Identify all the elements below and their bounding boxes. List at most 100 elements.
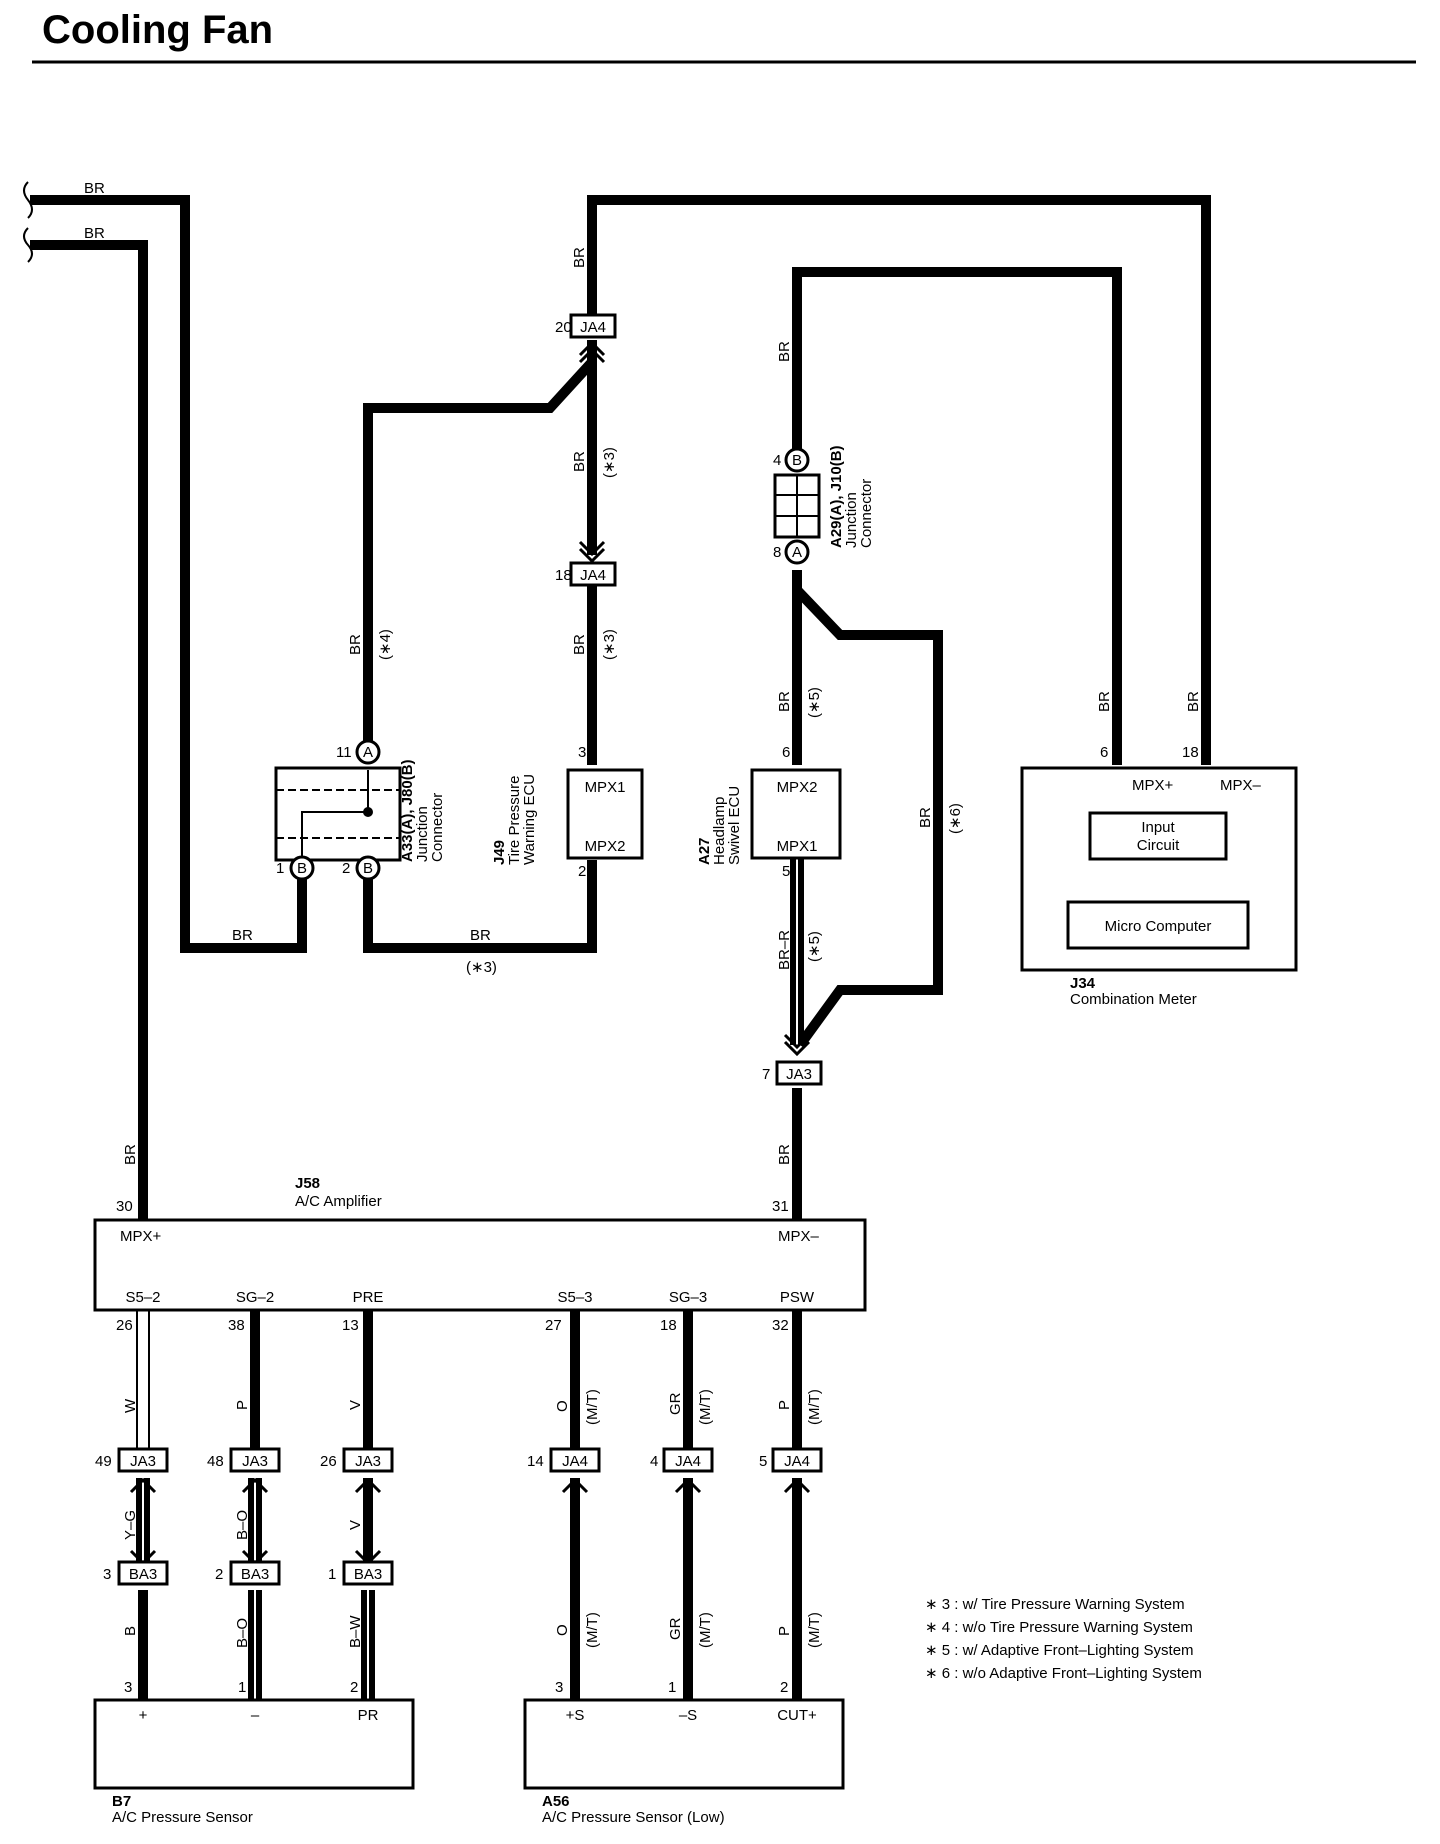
- pin-2-a33: 2: [342, 860, 350, 877]
- j58-term-sg-3: SG–3: [669, 1289, 707, 1306]
- pin-31-j58: 31: [772, 1198, 789, 1215]
- conn-ja4-18: JA4: [580, 567, 606, 584]
- conn-b-4: B: [792, 452, 802, 469]
- wire-label-o-27: O: [554, 1400, 571, 1412]
- j34-term-mpx-minus: MPX–: [1220, 777, 1262, 794]
- connector-boxes: [117, 313, 823, 1586]
- pin-5-ja4: 5: [759, 1453, 767, 1470]
- j49-term-mpx2: MPX2: [585, 838, 626, 855]
- j58-term-s5-2: S5–2: [125, 1289, 160, 1306]
- wire-label-gr-lower: GR: [667, 1617, 684, 1640]
- wire-br-a33-j49: [363, 860, 597, 953]
- a27-code: A27: [696, 837, 713, 865]
- conn-ja4-14: JA4: [562, 1453, 588, 1470]
- pin-18-j58: 18: [660, 1317, 677, 1334]
- note-5-a27: (∗5): [806, 687, 823, 718]
- wire-label-br-j58-31: BR: [776, 1144, 793, 1165]
- wire-label-br-ja4-top: BR: [571, 247, 588, 268]
- wire-label-b-w: B–W: [347, 1615, 364, 1648]
- b7-term-minus: –: [251, 1707, 260, 1724]
- wire-label-gr-18: GR: [667, 1392, 684, 1415]
- note-mt-32: (M/T): [806, 1389, 823, 1425]
- j34-input-label-1: Input: [1141, 819, 1175, 836]
- wire-label-br-top-2: BR: [84, 225, 105, 242]
- wire-label-b-o-upper: B–O: [234, 1510, 251, 1540]
- wire-label-v-13: V: [347, 1400, 364, 1410]
- note-3-ja4-mid: (∗3): [601, 447, 618, 478]
- note-mt-27: (M/T): [584, 1389, 601, 1425]
- j34-term-mpx-plus: MPX+: [1132, 777, 1174, 794]
- j49-name-1: Tire Pressure: [506, 776, 523, 865]
- break-marks: [23, 181, 33, 263]
- legend-item-5: ∗ 5 : w/ Adaptive Front–Lighting System: [925, 1642, 1194, 1659]
- a33-name-2: Connector: [429, 793, 446, 862]
- a33-internal: [301, 770, 369, 860]
- note-mt-18: (M/T): [697, 1389, 714, 1425]
- j58-term-mpx-plus: MPX+: [120, 1228, 162, 1245]
- pin-6-j34: 6: [1100, 744, 1108, 761]
- pin-5-a27: 5: [782, 863, 790, 880]
- note-3-bottom: (∗3): [466, 959, 497, 976]
- pin-8-a29: 8: [773, 544, 781, 561]
- wire-br-a33-ja4: [363, 340, 597, 752]
- j34-name: Combination Meter: [1070, 991, 1197, 1008]
- pin-13-j58: 13: [342, 1317, 359, 1334]
- a56-term-cut-plus: CUT+: [777, 1707, 817, 1724]
- pin-1-a56: 1: [668, 1679, 676, 1696]
- a56-code: A56: [542, 1793, 570, 1810]
- pin-30-j58: 30: [116, 1198, 133, 1215]
- pin-7-ja3: 7: [762, 1066, 770, 1083]
- j34-code: J34: [1070, 975, 1096, 992]
- note-mt-o-lower: (M/T): [584, 1612, 601, 1648]
- j34-micro-computer-box: [1066, 900, 1250, 950]
- wire-br-top-left-1: [30, 195, 307, 953]
- wire-label-y-g: Y–G: [122, 1510, 139, 1540]
- pin-18-ja4: 18: [555, 567, 572, 584]
- j58-term-s5-3: S5–3: [557, 1289, 592, 1306]
- a33-code: A33(A), J80(B): [399, 759, 416, 862]
- a33-splice-dot: [363, 807, 373, 817]
- wire-br-a29-j34: [792, 267, 1122, 765]
- pin-4-ja4: 4: [650, 1453, 658, 1470]
- conn-ja3-7: JA3: [786, 1066, 812, 1083]
- note-4-a33: (∗4): [377, 629, 394, 660]
- a27-term-mpx1: MPX1: [777, 838, 818, 855]
- wire-label-br-ja4-mid: BR: [571, 451, 588, 472]
- wire-br-ja4-j34: [587, 195, 1211, 765]
- wire-label-o-lower: O: [554, 1624, 571, 1636]
- j58-term-sg-2: SG–2: [236, 1289, 274, 1306]
- wire-label-p-38: P: [234, 1400, 251, 1410]
- legend-item-4: ∗ 4 : w/o Tire Pressure Warning System: [925, 1619, 1193, 1636]
- conn-b-1: B: [297, 860, 307, 877]
- wire-br-top-left-2: [30, 240, 148, 1220]
- j49-tire-pressure-ecu-box: [566, 768, 644, 860]
- pin-14-ja4: 14: [527, 1453, 544, 1470]
- j58-code: J58: [295, 1175, 320, 1192]
- pin-3-j49: 3: [578, 744, 586, 761]
- pin-6-a27: 6: [782, 744, 790, 761]
- conn-ja4-4: JA4: [675, 1453, 701, 1470]
- a33-name-1: Junction: [414, 806, 431, 862]
- pin-2-a56: 2: [780, 1679, 788, 1696]
- legend-item-3: ∗ 3 : w/ Tire Pressure Warning System: [925, 1596, 1185, 1613]
- wire-br-a29-ja3: [793, 586, 943, 1048]
- pin-2-b7: 2: [350, 1679, 358, 1696]
- note-6-branch: (∗6): [947, 803, 964, 834]
- legend-item-6: ∗ 6 : w/o Adaptive Front–Lighting System: [925, 1665, 1202, 1682]
- a56-term-minus-s: –S: [679, 1707, 697, 1724]
- wire-label-w: W: [122, 1398, 139, 1413]
- j49-name-2: Warning ECU: [521, 774, 538, 865]
- a27-term-mpx2: MPX2: [777, 779, 818, 796]
- j34-input-label-2: Circuit: [1137, 837, 1180, 854]
- wire-label-br-j49: BR: [571, 634, 588, 655]
- conn-ja4-20: JA4: [580, 319, 606, 336]
- wire-label-br-r: BR–R: [776, 930, 793, 970]
- a29-name-1: Junction: [843, 492, 860, 548]
- conn-ba3-3: BA3: [129, 1566, 157, 1583]
- j34-input-circuit-box: [1088, 811, 1228, 861]
- wire-label-p-32: P: [776, 1400, 793, 1410]
- conn-ba3-1: BA3: [354, 1566, 382, 1583]
- a33-junction-connector-box: [274, 766, 402, 862]
- j49-term-mpx1: MPX1: [585, 779, 626, 796]
- page-title: Cooling Fan: [42, 8, 274, 52]
